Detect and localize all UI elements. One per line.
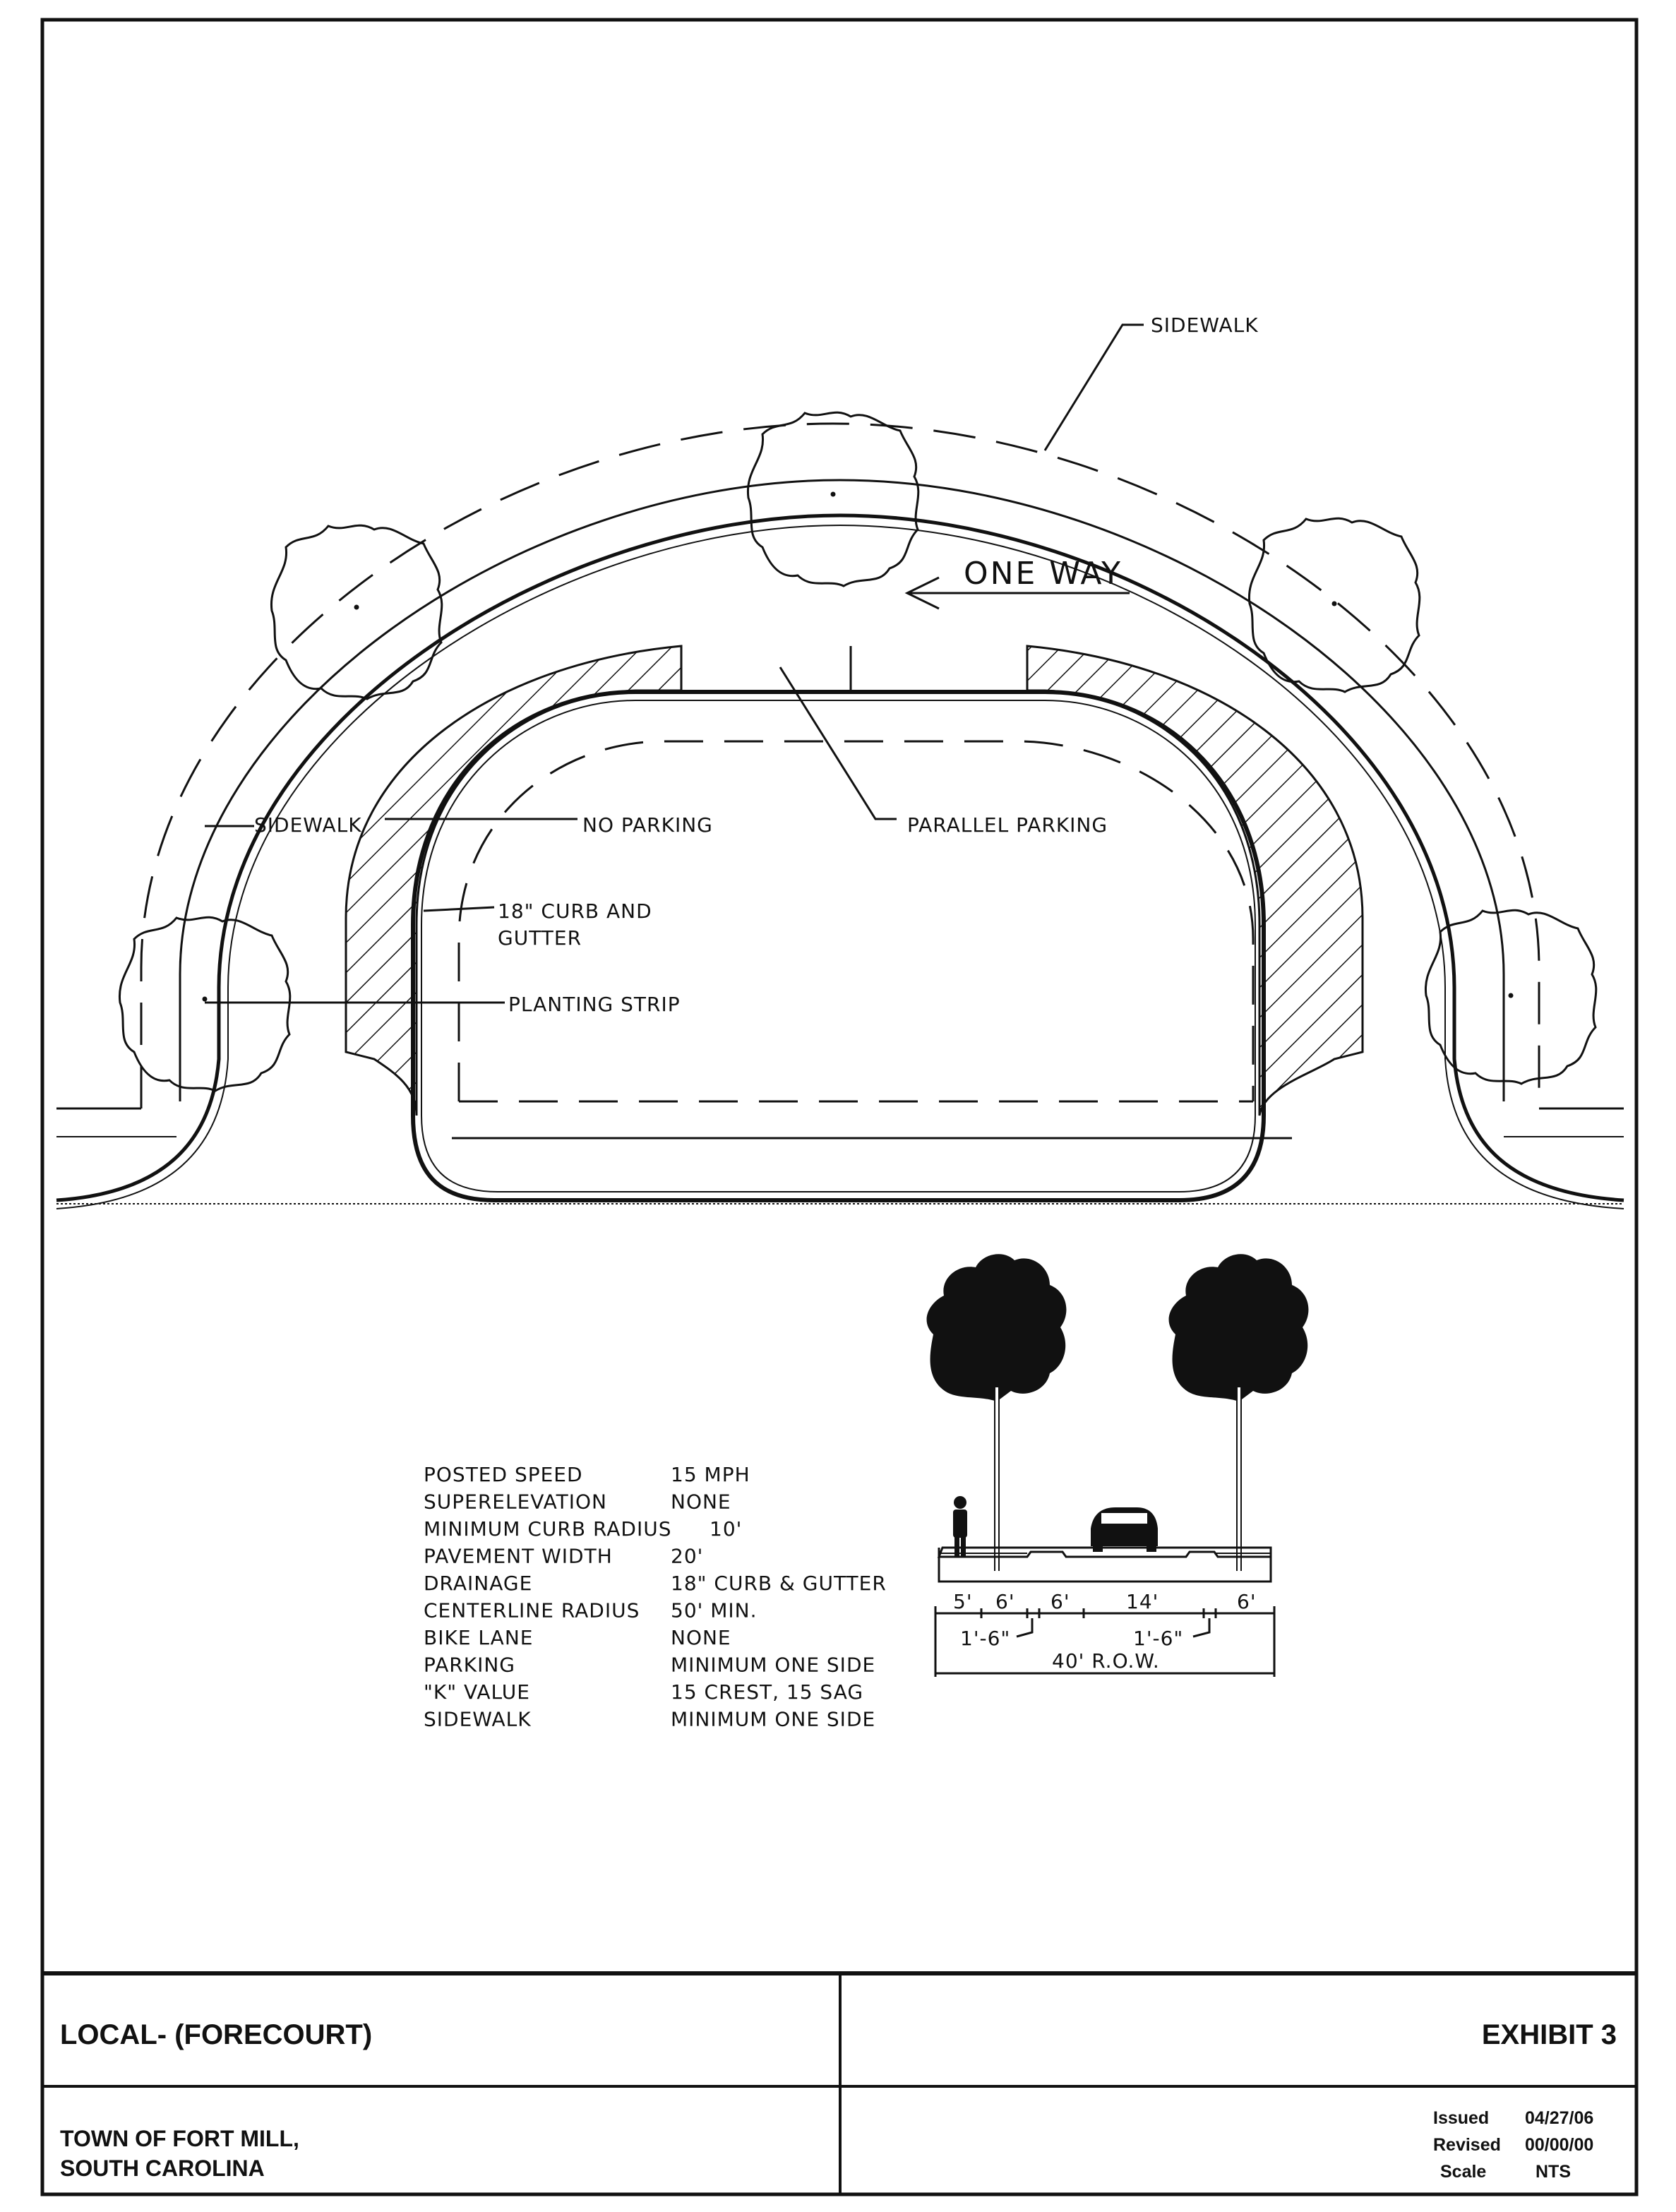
dim-14ft: 14' (1126, 1590, 1159, 1613)
dim-curb-left: 1'-6" (960, 1627, 1010, 1650)
spec-label: POSTED SPEED (424, 1463, 583, 1486)
no-parking-hatch-right (1026, 645, 1364, 1116)
label-parallel-parking: PARALLEL PARKING (907, 813, 1108, 837)
spec-value: 10' (710, 1517, 742, 1541)
dim-6ft-b: 6' (1051, 1590, 1070, 1613)
spec-label: PAVEMENT WIDTH (424, 1545, 613, 1568)
spec-value: NONE (671, 1490, 731, 1514)
label-sidewalk-left: SIDEWALK (254, 813, 362, 837)
spec-label: DRAINAGE (424, 1572, 532, 1595)
label-no-parking: NO PARKING (582, 813, 713, 837)
title-block (42, 1971, 1636, 2194)
section-tree-right (1168, 1254, 1309, 1571)
label-sidewalk-top: SIDEWALK (1151, 313, 1259, 337)
dim-6ft-a: 6' (995, 1590, 1015, 1613)
dim-curb-right: 1'-6" (1133, 1627, 1183, 1650)
issued-label: Issued (1433, 2108, 1489, 2128)
revised-label: Revised (1433, 2135, 1501, 2155)
spec-label: SIDEWALK (424, 1708, 532, 1731)
pedestrian-figure (953, 1496, 967, 1557)
drawing-title: LOCAL- (FORECOURT) (60, 2019, 372, 2050)
exhibit-number: EXHIBIT 3 (1482, 2019, 1617, 2050)
town-line2: SOUTH CAROLINA (60, 2156, 265, 2181)
spec-value: MINIMUM ONE SIDE (671, 1708, 875, 1731)
dim-6ft-c: 6' (1237, 1590, 1257, 1613)
spec-value: 18" CURB & GUTTER (671, 1572, 887, 1595)
spec-value: MINIMUM ONE SIDE (671, 1654, 875, 1677)
spec-value: 15 MPH (671, 1463, 750, 1486)
scale-label: Scale (1440, 2162, 1486, 2182)
revised-value: 00/00/00 (1525, 2135, 1593, 2155)
inner-planting-edge (457, 740, 1255, 1101)
spec-label: SUPERELEVATION (424, 1490, 607, 1514)
spec-label: PARKING (424, 1654, 515, 1677)
label-curb-line2: GUTTER (498, 926, 582, 950)
plan-view (56, 323, 1624, 1209)
specs-table: POSTED SPEED 15 MPH SUPERELEVATION NONE MINI… (424, 1463, 887, 1731)
tree-plan-top (746, 411, 920, 587)
spec-value: 20' (671, 1545, 703, 1568)
scale-value: NTS (1536, 2162, 1571, 2182)
label-planting-strip: PLANTING STRIP (508, 993, 681, 1016)
section-tree-left (926, 1254, 1067, 1571)
spec-value: 15 CREST, 15 SAG (671, 1680, 863, 1704)
spec-label: BIKE LANE (424, 1626, 533, 1649)
dim-row: 40' R.O.W. (1052, 1649, 1160, 1673)
spec-label: "K" VALUE (424, 1680, 530, 1704)
dim-5ft: 5' (953, 1590, 973, 1613)
town-line1: TOWN OF FORT MILL, (60, 2126, 299, 2151)
label-curb-line1: 18" CURB AND (498, 899, 652, 923)
spec-label: MINIMUM CURB RADIUS (424, 1517, 672, 1541)
issued-value: 04/27/06 (1525, 2108, 1593, 2128)
car-figure (1091, 1507, 1158, 1552)
spec-label: CENTERLINE RADIUS (424, 1599, 640, 1622)
spec-value: NONE (671, 1626, 731, 1649)
spec-value: 50' MIN. (671, 1599, 758, 1622)
sheet-border (40, 18, 1639, 2196)
outer-curb (56, 513, 1624, 1202)
island-curb (411, 690, 1266, 1202)
label-one-way: ONE WAY (964, 556, 1123, 592)
street-section (926, 1254, 1309, 1677)
tree-plan-lower-left (118, 916, 292, 1092)
section-ground (937, 1546, 1272, 1558)
outer-sidewalk-edge (140, 422, 1540, 1108)
sidewalk-inner-edge (179, 479, 1505, 1101)
no-parking-hatch-left (345, 645, 683, 1116)
